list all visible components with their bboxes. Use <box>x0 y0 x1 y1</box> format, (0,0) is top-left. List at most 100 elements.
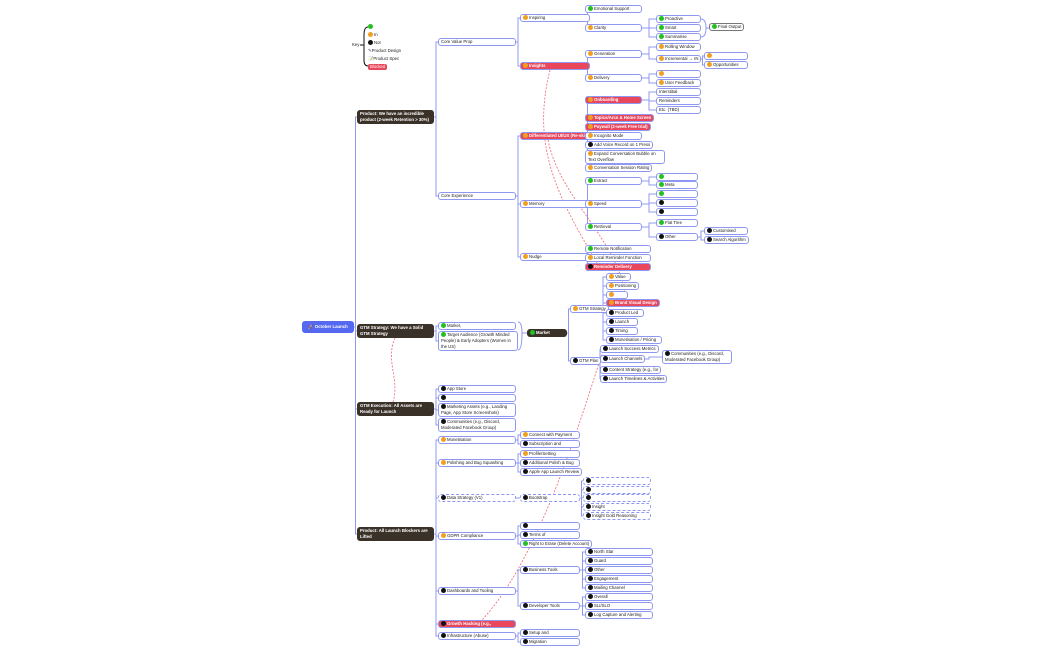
node-product-all-launch-blockers-are-lifted[interactable]: Product: All Launch Blockers are Lifted <box>357 527 434 541</box>
node-empty[interactable] <box>656 173 698 181</box>
node-mailing-channel[interactable]: Mailing Channel <box>585 584 653 592</box>
node-log-capture-and-alerting[interactable]: Log Capture and Alerting <box>585 611 653 619</box>
node-timing[interactable]: Timing <box>606 327 638 335</box>
node-user-feedback[interactable]: User Feedback <box>656 79 701 87</box>
node-monetisation-pricing[interactable]: Monetisation / Pricing <box>606 336 662 344</box>
node-empty[interactable] <box>438 394 516 402</box>
node-final-output[interactable]: Final Output <box>709 23 745 31</box>
node-value[interactable]: Value <box>606 273 631 281</box>
node-data-strategy-v1[interactable]: Data Strategy (V1) <box>438 494 516 502</box>
node-empty[interactable] <box>606 291 628 299</box>
node-topics-arcs-home-screen[interactable]: Topics/Arcs & Home Screen <box>585 114 655 122</box>
node-retrieval[interactable]: Retrieval <box>585 223 642 231</box>
node-opportunities[interactable]: Opportunities <box>704 61 748 69</box>
node-smart[interactable]: Smart <box>656 24 701 32</box>
node-memory[interactable]: Memory <box>520 200 590 208</box>
node-insight-gold-reasoning[interactable]: Insight Gold Reasoning <box>583 512 651 520</box>
node-inspiring[interactable]: Inspiring <box>520 14 590 22</box>
node-other[interactable]: Other <box>656 233 698 241</box>
node-empty[interactable] <box>704 52 748 60</box>
node-core-value-prop[interactable]: Core Value Prop <box>438 38 516 46</box>
node-terms-of[interactable]: Terms of <box>520 531 580 539</box>
node-search-algorithm[interactable]: Search Algorithm <box>704 236 749 244</box>
node-business-tools[interactable]: Business Tools <box>520 566 580 574</box>
node-reminder-delivery[interactable]: Reminder Delivery <box>585 263 651 271</box>
node-additional-polish-bug[interactable]: Additional Polish & Bug <box>520 459 580 467</box>
node-extract[interactable]: Extract <box>585 177 642 185</box>
node-growth-hacking-e-g[interactable]: Growth Hacking (e.g., <box>438 620 516 628</box>
node-gtm-strategy[interactable]: GTM Strategy <box>570 305 609 313</box>
node-developer-tools[interactable]: Developer Tools <box>520 602 580 610</box>
node-incognito-mode[interactable]: Incognito Mode <box>585 132 642 140</box>
node-app-store[interactable]: App Store <box>438 385 516 393</box>
node-empty[interactable] <box>520 522 580 530</box>
node-october-launch[interactable]: 🚀 October Launch <box>302 321 354 333</box>
node-product-led[interactable]: Product Led <box>606 309 644 317</box>
node-launch-timelines-activities[interactable]: Launch Timelines & Activities <box>600 375 668 383</box>
node-conversation-session-rating[interactable]: Conversation Session Rating <box>585 164 653 172</box>
node-proactive[interactable]: Proactive <box>656 15 701 23</box>
node-interstitial[interactable]: Interstitial <box>656 88 701 96</box>
node-differentiated-ui-ux-re-skin[interactable]: Differentiated UI/UX (Re-skin) <box>520 132 592 140</box>
node-migration[interactable]: Migration <box>520 638 580 646</box>
node-meta[interactable]: Meta <box>656 181 698 189</box>
node-clarity[interactable]: Clarity <box>585 24 642 32</box>
node-delivery[interactable]: Delivery <box>585 74 642 82</box>
node-empty[interactable] <box>583 477 651 485</box>
node-rolling-window[interactable]: Rolling Window <box>656 43 701 51</box>
node-sli-slo[interactable]: SLI/SLO <box>585 602 653 610</box>
node-communities-e-g-discord-moderated-facebook-group[interactable]: Communities (e.g., Discord, Moderated Fa… <box>438 418 516 432</box>
node-communities-e-g-discord-moderated-facebook-group[interactable]: Communities (e.g., Discord, Moderated Fa… <box>662 350 732 364</box>
node-north-star[interactable]: North Star <box>585 548 653 556</box>
node-gtm-plan[interactable]: GTM Plan <box>570 357 602 365</box>
node-nudge[interactable]: Nudge <box>520 253 590 261</box>
node-add-voice-record-on-1-press[interactable]: Add Voice Record on 1 Press <box>585 141 654 149</box>
node-summarise[interactable]: Summarise <box>656 33 701 41</box>
node-setup-and[interactable]: Setup and <box>520 629 580 637</box>
node-market[interactable]: Market, <box>438 322 516 330</box>
node-reminders[interactable]: Reminders <box>656 97 701 105</box>
node-apple-app-launch-review[interactable]: Apple App Launch Review <box>520 468 583 476</box>
node-empty[interactable] <box>656 208 698 216</box>
node-launch-success-metrics[interactable]: Launch Success Metrics <box>600 345 659 353</box>
node-product-we-have-an-incredible-product-2-week-retention-30[interactable]: Product: We have an incredible product (… <box>357 110 434 124</box>
node-gtm-execution-all-assets-are-ready-for-launch[interactable]: GTM Execution: All Assets are Ready for … <box>357 402 434 416</box>
node-paywall-2-week-free-trial[interactable]: Paywall (2-week Free trial) <box>585 123 651 131</box>
node-onboarding[interactable]: Onboarding <box>585 96 642 104</box>
node-etc-tbd[interactable]: Etc. (TBD) <box>656 106 701 114</box>
node-local-reminder-function[interactable]: Local Reminder Function <box>585 254 651 262</box>
node-flat-tree[interactable]: Flat Tree <box>656 219 698 227</box>
node-other[interactable]: Other <box>585 566 653 574</box>
node-empty[interactable] <box>583 486 651 494</box>
node-incremental-in[interactable]: Incremental → IN <box>656 55 702 63</box>
node-gdpr-compliance[interactable]: GDPR Compliance <box>438 532 516 540</box>
node-brand-visual-design[interactable]: Brand Visual Design <box>606 299 660 307</box>
node-empty[interactable] <box>656 199 698 207</box>
node-insight[interactable]: Insight <box>583 503 651 511</box>
node-empty[interactable] <box>583 494 651 502</box>
node-positioning[interactable]: Positioning <box>606 282 640 290</box>
node-right-to-erase-delete-account[interactable]: Right to Erase (Delete Account) <box>520 540 593 548</box>
node-remote-notification[interactable]: Remote Notification <box>585 245 651 253</box>
node-profile-setting[interactable]: Profile/Setting <box>520 450 580 458</box>
node-customised[interactable]: Customised <box>704 227 748 235</box>
node-subscription-and[interactable]: Subscription and <box>520 440 580 448</box>
node-speed[interactable]: Speed <box>585 200 642 208</box>
node-target-audience-growth-minded-people-early-adopters-women-in-the-us[interactable]: Target Audience (Growth Minded People) &… <box>438 331 518 351</box>
node-polishing-and-bug-squashing[interactable]: Polishing and Bug Squashing <box>438 459 516 467</box>
node-insights[interactable]: Insights <box>520 62 590 70</box>
node-connect-with-payment[interactable]: Connect with Payment <box>520 431 580 439</box>
node-expand-conversation-bubble-on-text-overflow[interactable]: Expand Conversation Bubble on Text Overf… <box>585 150 665 164</box>
node-dashboards-and-tooling[interactable]: Dashboards and Tooling <box>438 587 516 595</box>
node-bootstrap[interactable]: Bootstrap <box>520 494 580 502</box>
node-overall[interactable]: Overall <box>585 593 653 601</box>
node-guard[interactable]: Guard <box>585 557 653 565</box>
node-empty[interactable] <box>656 190 698 198</box>
node-core-experience[interactable]: Core Experience <box>438 192 516 200</box>
node-gtm-strategy-we-have-a-solid-gtm-strategy[interactable]: GTM Strategy: We have a Solid GTM Strate… <box>357 324 434 338</box>
node-engagement[interactable]: Engagement <box>585 575 653 583</box>
node-marketing-assets-e-g-landing-page-app-store-screenshots[interactable]: Marketing Assets (e.g., Landing Page, Ap… <box>438 403 516 417</box>
node-generation[interactable]: Generation <box>585 50 642 58</box>
node-emotional-support[interactable]: Emotional Support <box>585 5 642 13</box>
node-infrastructure-abuse[interactable]: Infrastructure (Abuse) <box>438 632 516 640</box>
